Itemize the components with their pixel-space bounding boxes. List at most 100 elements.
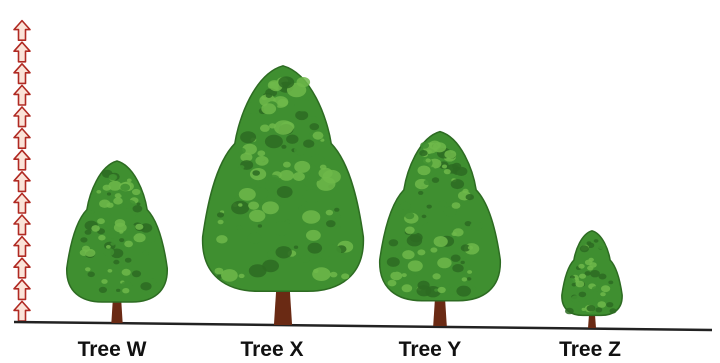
tree-y-foliage-clump bbox=[390, 271, 403, 281]
tree-z-foliage-clump bbox=[578, 291, 587, 298]
tree-x-foliage-clump bbox=[248, 264, 267, 278]
up-arrow-icon bbox=[13, 300, 31, 322]
tree-x-foliage-clump bbox=[252, 170, 260, 176]
tree-y-foliage-clump bbox=[402, 250, 415, 260]
tree-y-foliage-clump bbox=[451, 202, 461, 209]
tree-w-foliage-clump bbox=[84, 248, 96, 257]
tree-w-foliage-clump bbox=[131, 270, 142, 278]
tree-y-foliage-clump bbox=[418, 190, 424, 195]
tree-y-foliage-clump bbox=[431, 177, 440, 183]
tree-x-foliage-clump bbox=[309, 154, 325, 167]
tree-y-foliage-clump bbox=[472, 286, 477, 290]
tree-w-foliage-clump bbox=[124, 228, 136, 238]
tree-z-foliage-clump bbox=[593, 239, 599, 243]
tree-y-foliage-clump bbox=[404, 212, 415, 220]
tree-w-foliage-clump bbox=[91, 225, 100, 232]
tree-x-foliage-clump bbox=[247, 232, 262, 244]
tree-w-foliage-clump bbox=[97, 218, 105, 225]
tree-w-foliage-clump bbox=[107, 269, 113, 273]
tree-z-foliage-clump bbox=[568, 277, 576, 284]
tree-x-foliage-clump bbox=[281, 144, 287, 149]
tree-y-foliage-clump bbox=[419, 150, 428, 157]
tree-z-foliage-clump bbox=[588, 257, 594, 262]
tree-z-foliage-clump bbox=[598, 273, 607, 280]
tree-y-foliage-clump bbox=[450, 179, 465, 190]
tree-x-foliage-clump bbox=[264, 134, 283, 149]
tree-x-foliage-clump bbox=[334, 207, 340, 212]
tree-w-foliage-clump bbox=[120, 281, 133, 290]
tree-y-foliage-clump bbox=[437, 286, 446, 294]
tree-y-foliage-clump bbox=[426, 204, 432, 209]
tree-z-foliage-clump bbox=[571, 282, 577, 287]
tree-y-foliage-clump bbox=[401, 273, 407, 278]
tree-w-foliage-clump bbox=[98, 234, 106, 241]
tree-x-foliage-clump bbox=[246, 102, 263, 114]
tree-label-w: Tree W bbox=[78, 338, 147, 361]
tree-w-foliage-clump bbox=[84, 229, 92, 235]
tree-y-foliage-clump bbox=[388, 239, 399, 247]
up-arrow-icon bbox=[13, 192, 31, 214]
tree-x-foliage-clump bbox=[292, 172, 305, 181]
tree-y-foliage-clump bbox=[465, 194, 474, 201]
tree-w-foliage-clump bbox=[134, 213, 147, 222]
tree-z-foliage-clump bbox=[587, 242, 595, 248]
tree-z-foliage-clump bbox=[584, 271, 591, 276]
tree-y-foliage-clump bbox=[417, 249, 426, 256]
tree-y-foliage-clump bbox=[404, 226, 415, 234]
tree-x-foliage-clump bbox=[272, 221, 292, 236]
tree-x-foliage-clump bbox=[216, 212, 225, 218]
tree-w-foliage-clump bbox=[110, 242, 116, 246]
tree-x-foliage-clump bbox=[294, 145, 307, 156]
tree-w-foliage-clump bbox=[106, 192, 112, 196]
tree-w-foliage-clump bbox=[105, 222, 115, 229]
tree-x-foliage-clump bbox=[217, 219, 224, 225]
tree-w-foliage-clump bbox=[102, 184, 112, 191]
tree-z-foliage-clump bbox=[586, 305, 596, 312]
tree-y-foliage-clump bbox=[452, 264, 464, 273]
tree-x-foliage-clump bbox=[238, 165, 245, 170]
tree-w-foliage-clump bbox=[120, 191, 127, 196]
tree-y-foliage-clump bbox=[443, 169, 451, 175]
tree-w-foliage-clump bbox=[121, 268, 131, 276]
up-arrow-icon bbox=[13, 214, 31, 236]
tree-w-foliage-clump bbox=[106, 245, 111, 249]
tree-w-foliage-clump bbox=[124, 240, 133, 248]
tree-w-foliage-clump bbox=[87, 271, 95, 278]
tree-y-foliage-clump bbox=[467, 270, 473, 274]
tree-w-foliage-clump bbox=[120, 183, 131, 191]
tree-w-foliage-clump bbox=[108, 180, 122, 191]
tree-y-foliage-clump bbox=[406, 234, 423, 247]
tree-x-foliage-clump bbox=[274, 120, 294, 135]
up-arrow-icon bbox=[13, 41, 31, 63]
up-arrow-icon bbox=[13, 257, 31, 279]
tree-y-foliage-clump bbox=[461, 277, 468, 282]
trees bbox=[66, 65, 623, 328]
tree-x-foliage-clump bbox=[312, 131, 324, 140]
tree-x-foliage-clump bbox=[257, 150, 266, 157]
tree-x-foliage-clump bbox=[293, 245, 299, 249]
tree-x-foliage-clump bbox=[214, 267, 224, 275]
tree-z-foliage-clump bbox=[587, 265, 594, 271]
up-arrow-icon bbox=[13, 63, 31, 85]
tree-x-foliage-clump bbox=[302, 189, 321, 203]
tree-w-foliage-clump bbox=[132, 188, 141, 196]
tree-z-foliage-clump bbox=[578, 263, 585, 269]
tree-w-foliage-clump bbox=[128, 224, 136, 230]
tree-y-foliage-clump bbox=[444, 150, 457, 159]
tree-z-foliage-clump bbox=[591, 286, 600, 292]
tree-x-foliage-clump bbox=[309, 116, 318, 122]
tree-x-foliage-clump bbox=[295, 110, 309, 121]
tree-w-foliage-clump bbox=[135, 223, 144, 230]
tree-x-foliage-clump bbox=[286, 134, 299, 144]
up-arrow-icon bbox=[13, 19, 31, 41]
tree-w-foliage-clump bbox=[106, 212, 112, 217]
tree-y-foliage-clump bbox=[450, 254, 461, 262]
tree-x-foliage-clump bbox=[238, 188, 256, 201]
tree-y-foliage-clump bbox=[469, 221, 483, 231]
tree-y-foliage-clump bbox=[437, 257, 452, 269]
arrow-scale bbox=[13, 19, 31, 322]
tree-w-foliage-clump bbox=[124, 257, 132, 263]
tree-x-foliage-clump bbox=[238, 273, 245, 279]
tree-label-x: Tree X bbox=[240, 338, 303, 361]
tree-x-foliage-clump bbox=[216, 235, 228, 244]
